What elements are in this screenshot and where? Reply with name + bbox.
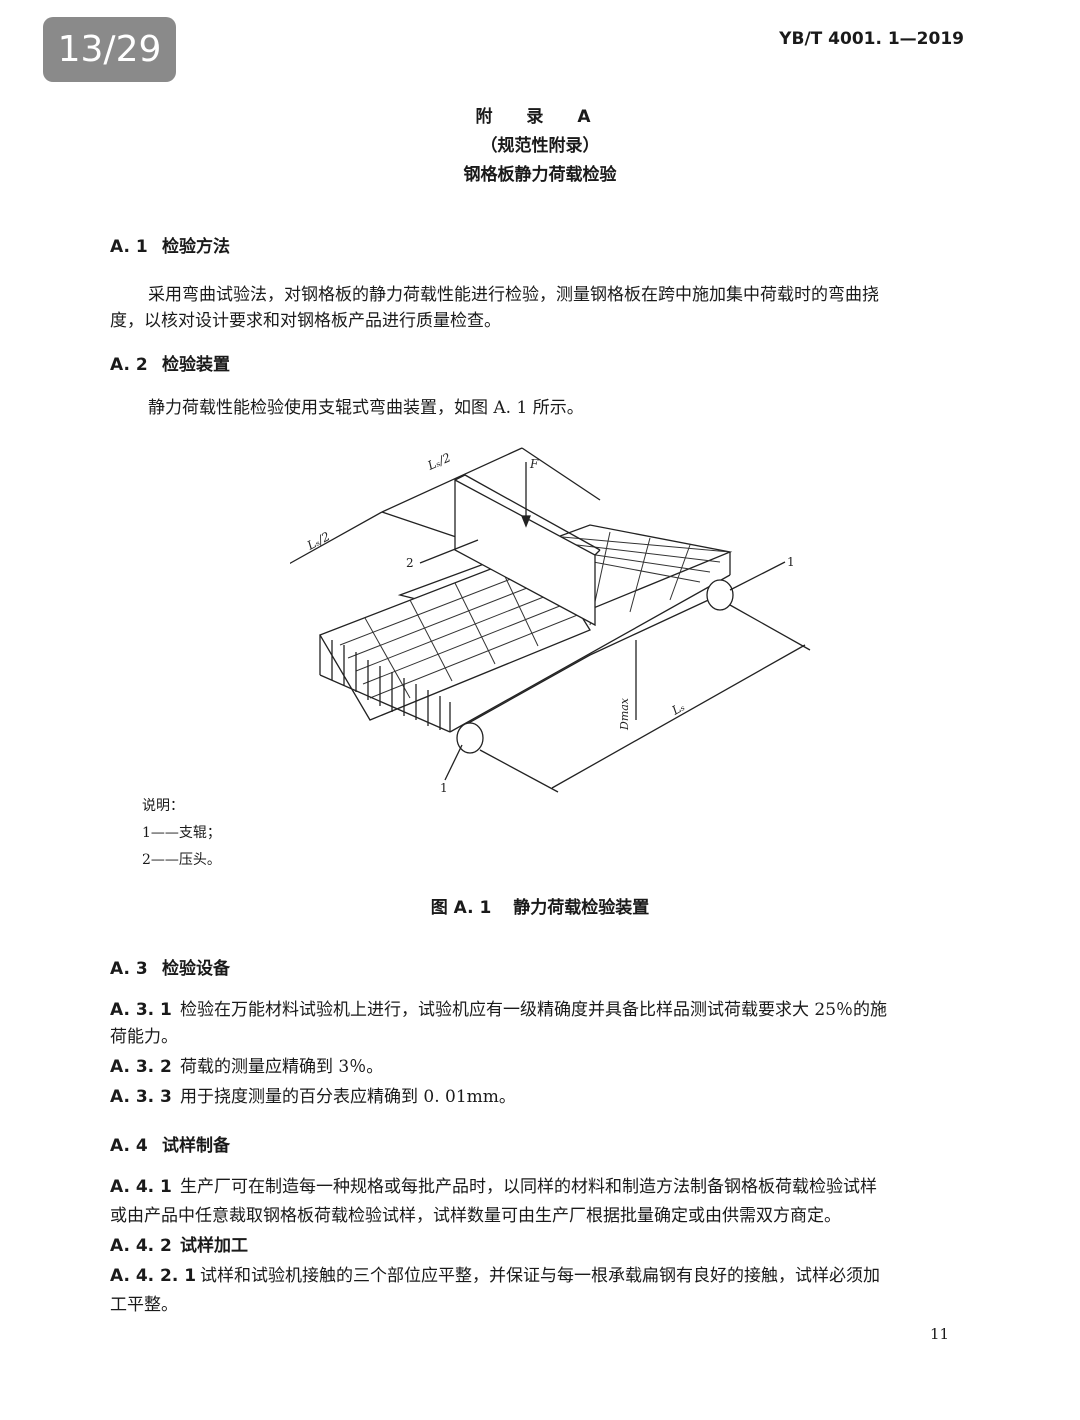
deflected-underside [464, 589, 731, 726]
dmax-label: Dmax [618, 697, 631, 731]
section-heading-a1: A. 1 检验方法 [110, 232, 230, 257]
legend-item-1: 1——支辊； [142, 825, 221, 841]
clause-number: A. 4. 2. 1 [110, 1266, 197, 1286]
clause-number: A. 3. 3 [110, 1087, 172, 1107]
clause-title: 试样加工 [180, 1236, 248, 1256]
half-span-label-left: Lₛ/2 [304, 529, 332, 553]
clause-text: 试样和试验机接触的三个部位应平整，并保证与每一根承载扁钢有良好的接触，试样必须加 [200, 1266, 880, 1286]
figure-caption: 图 A. 1 静力荷载检验装置 [0, 893, 1080, 918]
callout-1-right: 1 [787, 555, 795, 569]
appendix-type: （规范性附录） [480, 136, 600, 156]
span-dimension-line [551, 644, 806, 789]
paragraph-line: 采用弯曲试验法，对钢格板的静力荷载性能进行检验，测量钢格板在跨中施加集中荷载时的… [148, 285, 879, 305]
section-title: 检验设备 [162, 959, 230, 979]
callout-1-left: 1 [440, 781, 448, 795]
grating-bars [339, 531, 731, 699]
section-title: 试样制备 [162, 1136, 230, 1156]
extension-line [729, 604, 811, 651]
section-number: A. 2 [110, 355, 148, 375]
clause-a31: A. 3. 1 检验在万能材料试验机上进行，试验机应有一级精确度并具备比样品测试荷… [110, 997, 887, 1024]
page-number: 11 [930, 1325, 950, 1343]
extension-line [479, 749, 559, 793]
support-roller-right [706, 579, 734, 611]
clause-text: 生产厂可在制造每一种规格或每批产品时，以同样的材料和制造方法制备钢格板荷载检验试… [180, 1177, 877, 1197]
loading-head-edge [464, 474, 601, 551]
appendix-name: 钢格板静力荷载检验 [463, 165, 617, 185]
appendix-title: 附 录 A （规范性附录） 钢格板静力荷载检验 [0, 103, 1080, 190]
paragraph-line: 度，以核对设计要求和对钢格板产品进行质量检查。 [110, 311, 501, 331]
force-label: F [529, 457, 539, 471]
leader-line-2 [419, 539, 479, 564]
loading-head-edge [594, 549, 601, 556]
section-number: A. 1 [110, 237, 148, 257]
dimension-line [290, 511, 383, 565]
extension-line [381, 511, 466, 541]
paragraph-line: 荷能力。 [110, 1027, 178, 1047]
page-indicator: 13/29 [43, 17, 176, 82]
section-number: A. 3 [110, 959, 148, 979]
support-roller-left [456, 722, 484, 754]
section-heading-a4: A. 4 试样制备 [110, 1131, 230, 1156]
clause-a32: A. 3. 2 荷载的测量应精确到 3％。 [110, 1054, 383, 1081]
section-heading-a2: A. 2 检验装置 [110, 350, 230, 375]
force-arrowhead [521, 515, 531, 528]
grating-front-edge [319, 674, 451, 733]
clause-number: A. 3. 2 [110, 1057, 172, 1077]
figure-title: 静力荷载检验装置 [513, 898, 650, 918]
appendix-label: 附 录 A [475, 107, 605, 127]
section-number: A. 4 [110, 1136, 148, 1156]
standard-code: YB/T 4001. 1—2019 [779, 29, 964, 49]
callout-2: 2 [406, 556, 414, 570]
grating-near-half [319, 549, 591, 721]
span-label: Lₛ [669, 699, 687, 718]
dimension-line [381, 447, 523, 513]
static-load-test-apparatus-figure: Lₛ/2 Lₛ/2 F 1 1 2 Dmax [290, 447, 811, 795]
paragraph-line: 静力荷载性能检验使用支辊式弯曲装置，如图 A. 1 所示。 [148, 398, 584, 418]
figure-number: 图 A. 1 [430, 898, 492, 918]
leader-line-1 [444, 744, 463, 781]
clause-text: 用于挠度测量的百分表应精确到 0. 01mm。 [180, 1087, 516, 1107]
clause-a33: A. 3. 3 用于挠度测量的百分表应精确到 0. 01mm。 [110, 1084, 516, 1111]
legend-item-2: 2——压头。 [142, 852, 221, 868]
section-title: 检验装置 [162, 355, 230, 375]
loading-head-edge [454, 474, 466, 481]
clause-a42: A. 4. 2 试样加工 [110, 1233, 248, 1260]
paragraph-line: 或由产品中任意裁取钢格板荷载检验试样，试样数量可由生产厂根据批量确定或由供需双方… [110, 1206, 841, 1226]
half-span-label-top: Lₛ/2 [425, 450, 453, 473]
clause-number: A. 4. 2 [110, 1236, 172, 1256]
legend-title: 说明： [142, 798, 184, 814]
clause-a41: A. 4. 1 生产厂可在制造每一种规格或每批产品时，以同样的材料和制造方法制备钢… [110, 1174, 877, 1201]
clause-number: A. 4. 1 [110, 1177, 172, 1197]
bearing-bar-ends [319, 635, 451, 732]
paragraph-line: 工平整。 [110, 1295, 178, 1315]
clause-text: 检验在万能材料试验机上进行，试验机应有一级精确度并具备比样品测试荷载要求大 25… [180, 1000, 888, 1020]
clause-number: A. 3. 1 [110, 1000, 172, 1020]
loading-head [454, 478, 596, 627]
section-title: 检验方法 [162, 237, 230, 257]
leader-line-1 [729, 561, 786, 591]
clause-text: 荷载的测量应精确到 3％。 [180, 1057, 384, 1077]
extension-line [521, 447, 601, 501]
section-heading-a3: A. 3 检验设备 [110, 954, 230, 979]
grating-side-edge [449, 574, 731, 733]
